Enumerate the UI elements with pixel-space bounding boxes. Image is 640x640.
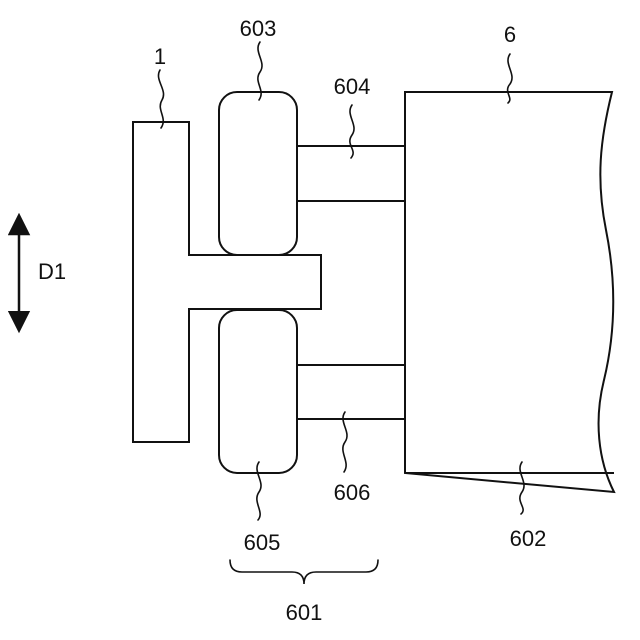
label-part-603: 603 [240, 16, 277, 41]
label-part-602: 602 [510, 526, 547, 551]
label-part-6: 6 [504, 22, 516, 47]
component-6-body [405, 92, 614, 492]
roller-605 [219, 310, 297, 473]
label-direction: D1 [38, 259, 66, 284]
label-part-1: 1 [154, 44, 166, 69]
beam-606 [296, 365, 405, 419]
leader-606 [343, 412, 347, 472]
brace-601 [230, 560, 378, 584]
label-part-606: 606 [334, 480, 371, 505]
label-part-604: 604 [334, 74, 371, 99]
beam-604 [296, 146, 405, 201]
label-part-605: 605 [244, 530, 281, 555]
leader-1 [158, 70, 163, 128]
roller-603 [219, 92, 297, 255]
label-part-601: 601 [286, 600, 323, 625]
